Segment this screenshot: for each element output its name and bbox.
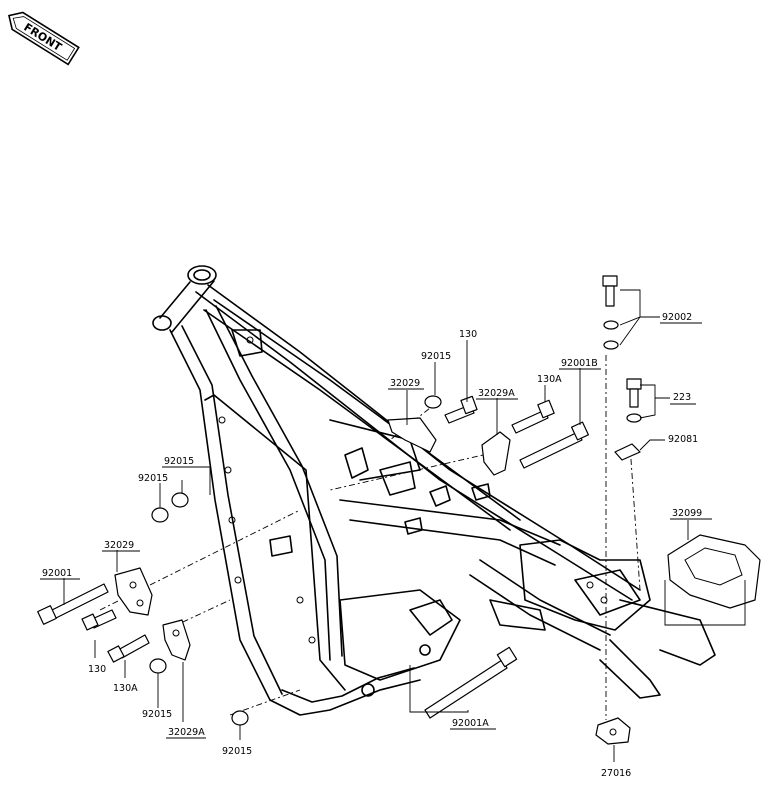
label-130a-top: 130A [537, 374, 562, 385]
label-92001: 92001 [42, 568, 72, 579]
label-92001a: 92001A [452, 718, 489, 729]
label-92015-bottom-a: 92015 [142, 709, 172, 720]
label-32029a-top: 32029A [478, 388, 515, 399]
label-223: 223 [673, 392, 691, 403]
part-labels: 92002 130 92001B 92015 130A 32029 32029A… [40, 312, 712, 779]
label-92001b: 92001B [561, 358, 598, 369]
label-92015-left-a: 92015 [164, 456, 194, 467]
label-92015-left-b: 92015 [138, 473, 168, 484]
leader-lines [63, 289, 746, 762]
label-92015-top: 92015 [421, 351, 451, 362]
label-130-left: 130 [88, 664, 106, 675]
hardware-parts [37, 275, 761, 745]
label-27016: 27016 [601, 768, 631, 779]
label-130-top: 130 [459, 329, 477, 340]
label-92081: 92081 [668, 434, 698, 445]
label-32029-top: 32029 [390, 378, 420, 389]
front-arrow-badge: FRONT [8, 11, 80, 66]
label-32029-left: 32029 [104, 540, 134, 551]
label-32029a-bottom: 32029A [168, 727, 205, 738]
label-92015-bottom-b: 92015 [222, 746, 252, 757]
label-92002: 92002 [662, 312, 692, 323]
label-130a-left: 130A [113, 683, 138, 694]
label-32099: 32099 [672, 508, 702, 519]
motorcycle-frame [152, 265, 716, 716]
